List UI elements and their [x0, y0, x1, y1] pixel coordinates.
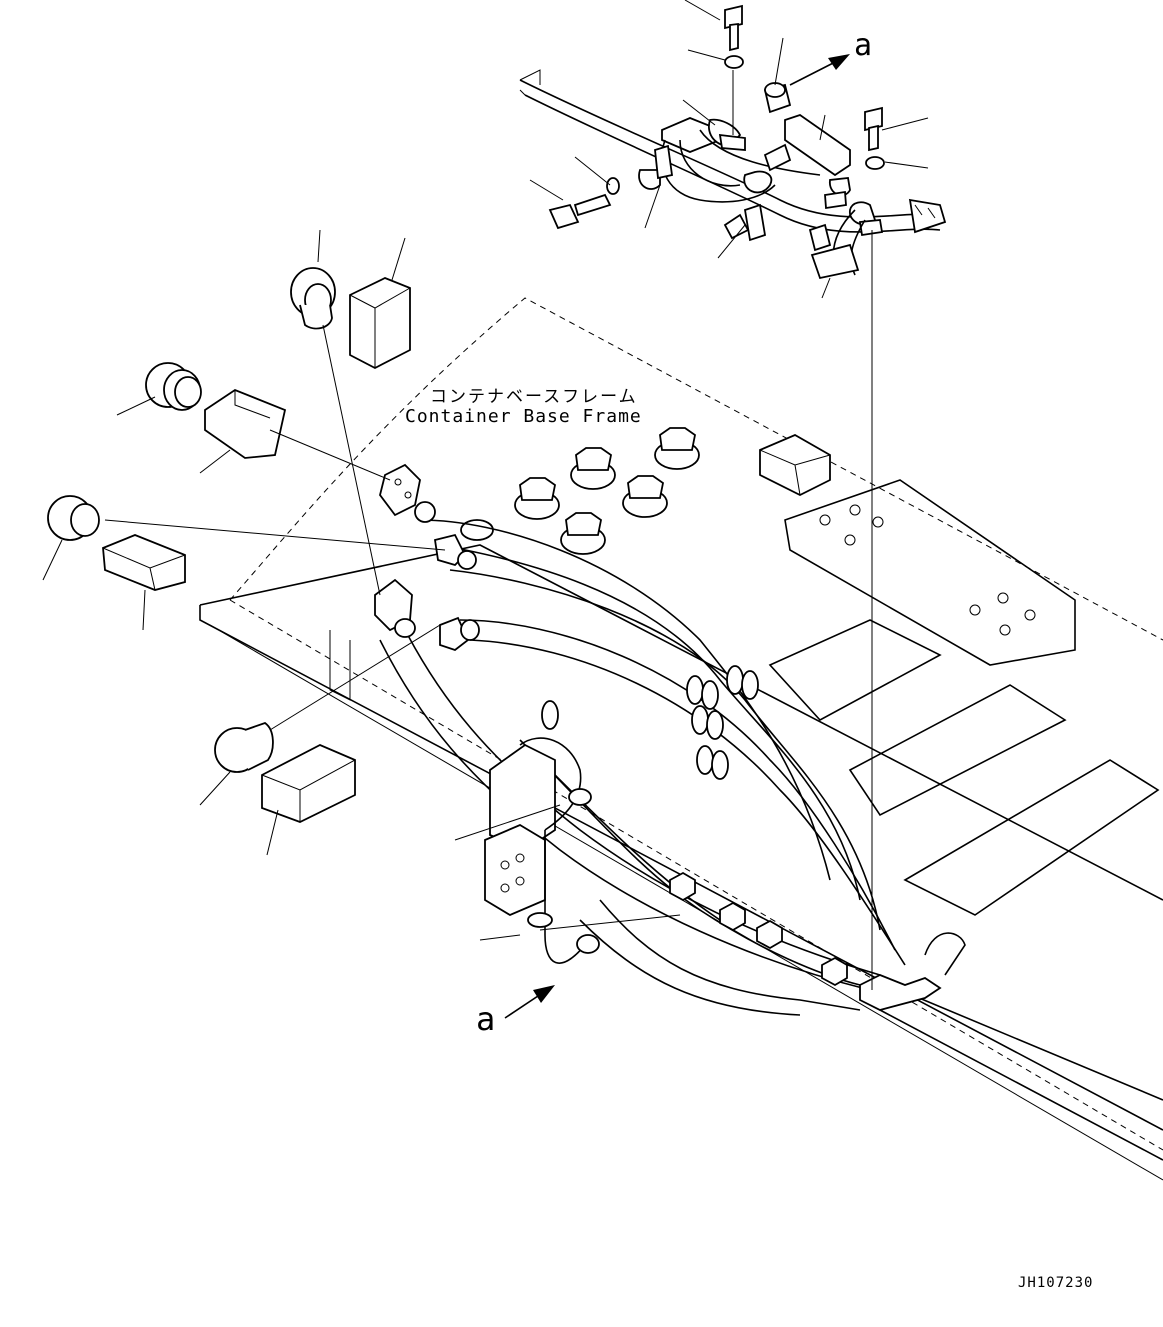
drawing-code: JH107230 [1018, 1275, 1094, 1291]
rail-brackets [669, 871, 966, 1011]
base-plate [784, 479, 1076, 666]
valve-assembly [484, 737, 600, 964]
loose-part-cover-2 [204, 388, 287, 459]
mounting-block [759, 433, 831, 497]
loose-part-cover-4 [261, 744, 356, 823]
perforated-panel-1 [768, 619, 942, 722]
perforated-panel-2 [848, 684, 1067, 817]
loose-part-cover-1 [349, 277, 411, 370]
container-base-frame-outline [229, 297, 1163, 1151]
frame-label-english: Container Base Frame [405, 406, 642, 427]
lower-frame-rail [199, 544, 1163, 1181]
view-arrow-top [789, 54, 850, 86]
loose-part-elbow-4 [214, 721, 274, 773]
loose-part-elbow-3 [47, 495, 100, 541]
view-arrow-bottom [504, 985, 555, 1019]
cap-nuts [460, 427, 700, 555]
hose-bundle [379, 519, 906, 1016]
hose-fittings [374, 463, 480, 652]
view-marker-bottom: a [476, 1000, 496, 1038]
perforated-panel-3 [903, 759, 1160, 916]
leader-lines [42, 0, 929, 990]
clamp-assembly-detail [519, 4, 947, 280]
loose-part-elbow-2 [145, 362, 202, 411]
view-marker-top: a [854, 28, 873, 63]
loose-part-elbow-1 [290, 267, 336, 330]
frame-label-japanese: コンテナベースフレーム [430, 387, 638, 407]
loose-part-cover-3 [102, 534, 186, 591]
